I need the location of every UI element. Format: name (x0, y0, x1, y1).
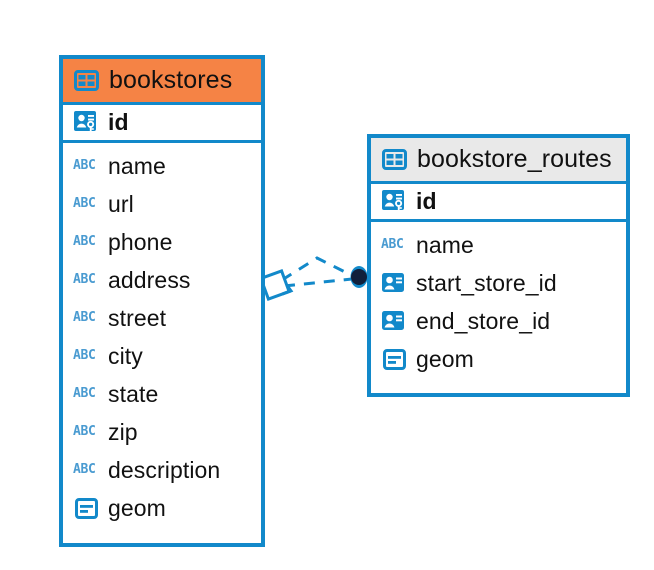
abc-text-icon: ABC (381, 237, 404, 252)
abc-text-icon: ABC (73, 386, 96, 401)
column-row-url[interactable]: ABC url (63, 185, 261, 223)
abc-text-icon: ABC (73, 234, 96, 249)
table-icon (73, 69, 99, 93)
abc-text-icon: ABC (73, 310, 96, 325)
foreign-key-icon (381, 309, 407, 333)
column-row-start-store-id[interactable]: start_store_id (371, 264, 626, 302)
column-row-description[interactable]: ABC description (63, 451, 261, 489)
column-row-id[interactable]: id (63, 105, 261, 143)
column-row-street[interactable]: ABC street (63, 299, 261, 337)
column-label: geom (416, 345, 474, 372)
abc-text-icon: ABC (73, 272, 96, 287)
column-label: description (108, 456, 221, 483)
entity-header-bookstore-routes[interactable]: bookstore_routes (371, 138, 626, 184)
column-label: phone (108, 228, 173, 255)
column-row-address[interactable]: ABC address (63, 261, 261, 299)
column-row-state[interactable]: ABC state (63, 375, 261, 413)
column-row-geom[interactable]: geom (371, 340, 626, 378)
entity-title: bookstores (109, 66, 233, 94)
geometry-icon (381, 347, 407, 371)
column-list: ABC name ABC url ABC phone ABC address A… (63, 143, 261, 531)
column-label: street (108, 304, 167, 331)
filled-circle-marker (350, 266, 368, 288)
column-row-end-store-id[interactable]: end_store_id (371, 302, 626, 340)
entity-header-bookstores[interactable]: bookstores (63, 59, 261, 105)
abc-text-icon: ABC (73, 196, 96, 211)
column-list: ABC name start_store_id (371, 222, 626, 382)
primary-key-icon (381, 190, 407, 214)
column-label: id (416, 188, 437, 214)
column-row-city[interactable]: ABC city (63, 337, 261, 375)
abc-text-icon: ABC (73, 424, 96, 439)
column-row-phone[interactable]: ABC phone (63, 223, 261, 261)
abc-text-icon: ABC (73, 348, 96, 363)
column-row-name[interactable]: ABC name (371, 226, 626, 264)
column-label: name (416, 231, 474, 258)
column-row-name[interactable]: ABC name (63, 147, 261, 185)
relationship-line-1 (283, 277, 353, 288)
column-row-geom[interactable]: geom (63, 489, 261, 527)
entity-title: bookstore_routes (417, 145, 612, 173)
relationship-line-2 (281, 256, 356, 282)
column-label: start_store_id (416, 269, 557, 296)
column-label: geom (108, 494, 166, 521)
column-label: state (108, 380, 159, 407)
column-label: end_store_id (416, 307, 551, 334)
column-label: zip (108, 418, 138, 445)
column-row-id[interactable]: id (371, 184, 626, 222)
entity-table-bookstore-routes[interactable]: bookstore_routes id ABC name (367, 134, 630, 397)
column-label: url (108, 190, 134, 217)
column-label: id (108, 109, 129, 135)
abc-text-icon: ABC (73, 158, 96, 173)
foreign-key-icon (381, 271, 407, 295)
column-row-zip[interactable]: ABC zip (63, 413, 261, 451)
column-label: city (108, 342, 143, 369)
diamond-marker (258, 268, 294, 302)
column-label: address (108, 266, 191, 293)
abc-text-icon: ABC (73, 462, 96, 477)
entity-table-bookstores[interactable]: bookstores id ABC name (59, 55, 265, 547)
geometry-icon (73, 496, 99, 520)
column-label: name (108, 152, 166, 179)
primary-key-icon (73, 111, 99, 135)
table-icon (381, 148, 407, 172)
